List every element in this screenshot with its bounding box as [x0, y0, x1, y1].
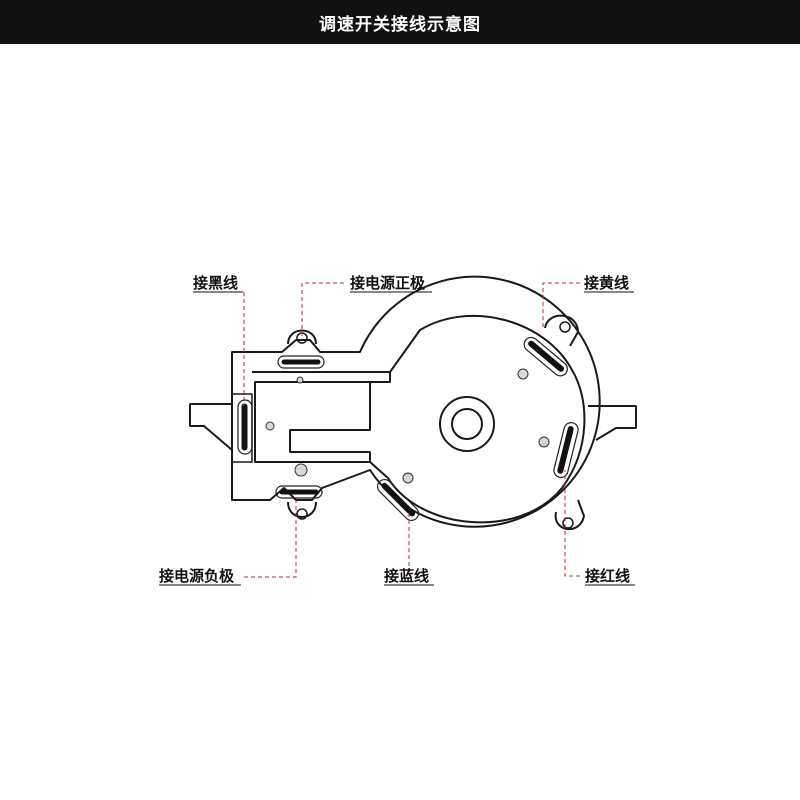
screw — [402, 472, 414, 484]
right-top-mount-hole — [559, 321, 571, 333]
leader-yellow — [542, 282, 580, 330]
negative-contact-frame — [275, 485, 323, 499]
positive-contact-frame — [277, 355, 325, 369]
positive-contact — [281, 359, 321, 365]
right-bottom-mount-hole — [562, 517, 574, 529]
right-shaft — [588, 405, 637, 441]
yellow-contact-frame — [523, 336, 568, 377]
red-contact-frame — [553, 422, 579, 478]
leader-lines — [243, 282, 580, 578]
yellow-contact — [528, 340, 565, 372]
screw — [517, 368, 529, 380]
contacts — [237, 336, 579, 522]
left-shaft — [189, 403, 233, 451]
screw — [296, 376, 304, 384]
leader-red — [564, 470, 580, 577]
label-yellow-wire: 接黄线 — [584, 274, 629, 292]
upper-mount-ear — [287, 329, 317, 345]
inner-ring-wall — [369, 315, 586, 524]
inner-channel — [252, 371, 391, 463]
screw — [265, 421, 275, 431]
black-contact-frame — [237, 399, 253, 455]
label-power-positive: 接电源正极 — [350, 274, 426, 292]
blue-contact-frame — [376, 478, 420, 522]
label-black-wire: 接黑线 — [193, 274, 238, 292]
housing-outer-wall — [231, 275, 601, 528]
labels: 接黑线 接电源正极 接黄线 接电源负极 接蓝线 接红线 — [159, 274, 635, 586]
page-title: 调速开关接线示意图 — [0, 0, 800, 44]
screws — [265, 368, 550, 484]
label-red-wire: 接红线 — [585, 567, 630, 585]
leader-power-positive — [301, 282, 344, 338]
blue-contact — [381, 482, 416, 517]
screw — [294, 463, 308, 477]
lower-mount-hole — [296, 508, 308, 520]
label-power-negative: 接电源负极 — [159, 567, 235, 585]
negative-contact — [279, 489, 319, 495]
lower-mount-ear — [287, 501, 317, 518]
red-contact — [557, 426, 574, 474]
label-blue-wire: 接蓝线 — [384, 567, 429, 585]
switch-housing — [189, 275, 637, 531]
leader-power-negative — [244, 500, 297, 578]
center-hub-inner — [451, 408, 483, 440]
center-hub-outer — [439, 396, 495, 452]
right-top-mount-ear — [544, 314, 579, 347]
screw — [538, 436, 550, 448]
black-contact — [241, 403, 248, 451]
right-bottom-mount-ear — [554, 499, 585, 531]
